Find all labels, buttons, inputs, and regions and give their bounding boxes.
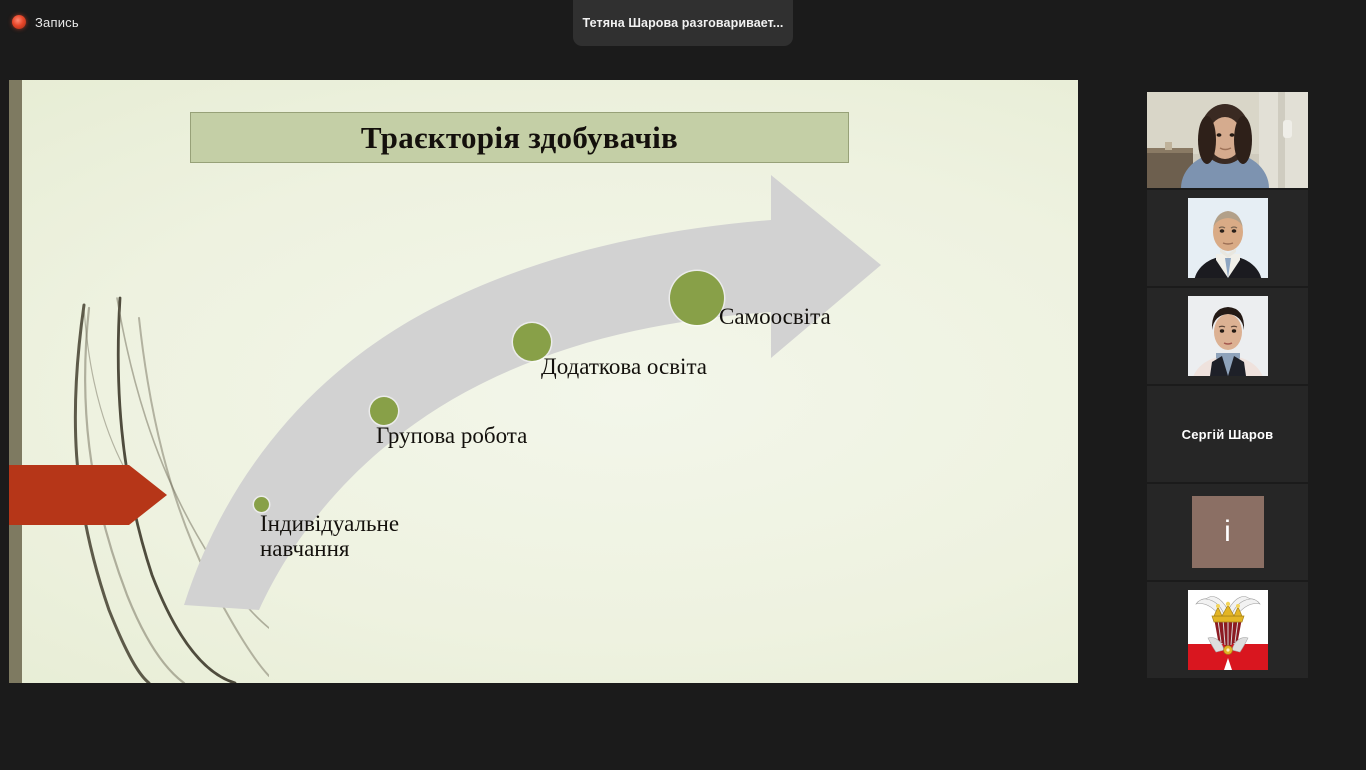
shared-slide[interactable]: Траєкторія здобувачів Індивідуальне навч… <box>9 80 1078 683</box>
webcam-video-feed <box>1147 92 1308 188</box>
participant-tile-name-only[interactable]: Сергій Шаров <box>1147 386 1308 484</box>
participant-tile-portrait-man[interactable] <box>1147 190 1308 288</box>
recording-indicator: Запись <box>12 10 79 34</box>
heraldic-crest-image <box>1187 590 1268 670</box>
participant-tile-initial-avatar[interactable]: і <box>1147 484 1308 582</box>
active-speaker-banner: Тетяна Шарова разговаривает... <box>573 0 793 46</box>
milestone-label-self-education: Самоосвіта <box>719 304 831 329</box>
milestone-dot-group <box>370 397 398 425</box>
trajectory-arrow-graphic <box>184 175 881 610</box>
participant-tile-crest[interactable] <box>1147 582 1308 678</box>
portrait-photo-woman <box>1187 296 1268 376</box>
red-chevron-marker <box>9 465 167 525</box>
decorative-grass-graphic <box>73 296 269 683</box>
participant-tile-webcam[interactable] <box>1147 92 1308 190</box>
participant-video-strip[interactable]: Сергій Шаров і <box>1147 92 1308 678</box>
page-title: Траєкторія здобувачів <box>360 119 679 155</box>
active-speaker-name: Тетяна Шарова разговаривает... <box>582 16 784 30</box>
recording-label: Запись <box>35 14 79 30</box>
participant-name-label: Сергій Шаров <box>1181 426 1274 442</box>
milestone-label-group: Групова робота <box>376 423 528 448</box>
portrait-photo-man <box>1187 198 1268 278</box>
milestone-dot-extra-education <box>513 323 551 361</box>
milestone-dot-individual <box>254 497 269 512</box>
record-dot-icon <box>12 15 26 29</box>
slide-left-accent-band <box>9 80 22 683</box>
avatar: і <box>1191 496 1264 568</box>
slide-title-box: Траєкторія здобувачів <box>190 112 849 163</box>
participant-tile-portrait-woman[interactable] <box>1147 288 1308 386</box>
milestone-label-individual: Індивідуальне навчання <box>260 511 400 561</box>
milestone-dot-self-education <box>670 271 724 325</box>
milestone-label-extra-education: Додаткова освіта <box>541 354 707 379</box>
